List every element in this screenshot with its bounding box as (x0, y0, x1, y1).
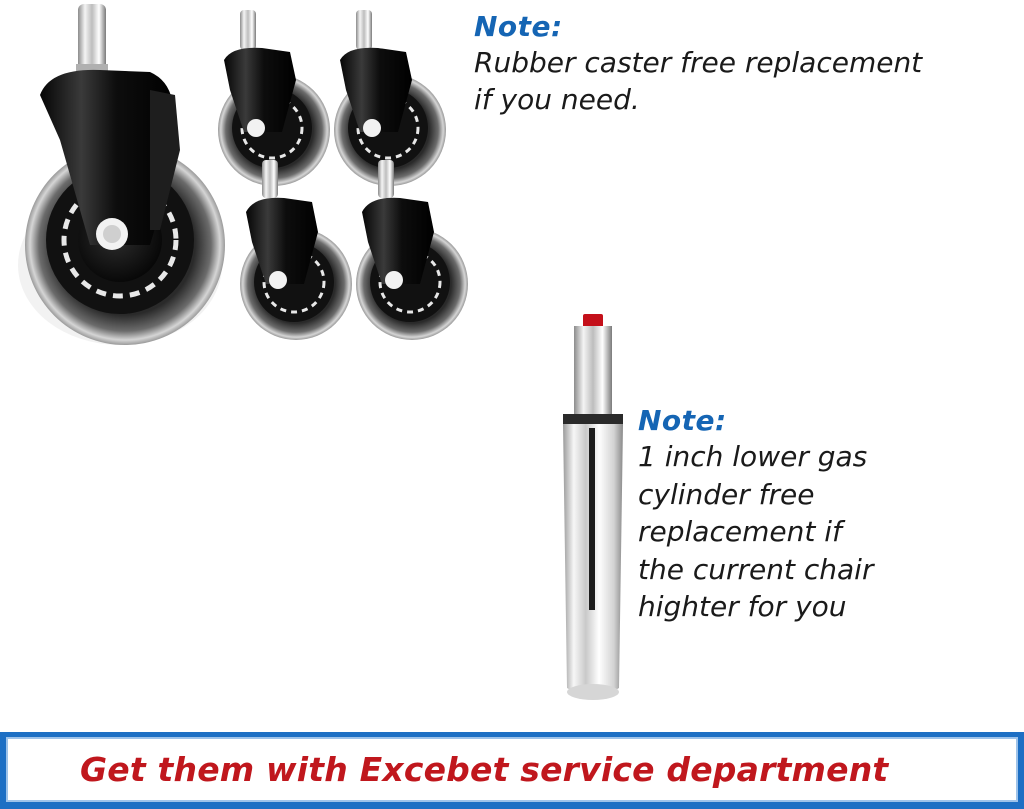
cylinder-note-line: cylinder free (638, 477, 815, 511)
cylinder-note-line: 1 inch lower gas (638, 440, 868, 473)
cylinder-note-title: Note: (638, 404, 727, 437)
caster-wheel-small (240, 160, 352, 340)
cylinder-note: Note: 1 inch lower gas cylinder free rep… (638, 404, 873, 626)
service-banner-text: Get them with Excebet service department (80, 750, 889, 789)
gas-cylinder (563, 314, 623, 700)
cylinder-note-line: highter for you (638, 590, 847, 623)
caster-wheel-small (218, 10, 330, 186)
service-banner-inner: Get them with Excebet service department (6, 737, 1018, 802)
caster-wheel-small (334, 10, 446, 186)
caster-note-line: Rubber caster free replacement (474, 46, 923, 79)
caster-wheel-large (18, 4, 225, 345)
cylinder-note-line: replacement if (638, 515, 842, 548)
caster-wheel-small (356, 160, 468, 340)
caster-note: Note: Rubber caster free replacement if … (474, 10, 922, 118)
caster-note-line: if you need. (474, 83, 640, 116)
service-banner: Get them with Excebet service department (0, 732, 1024, 809)
caster-note-title: Note: (474, 10, 563, 43)
cylinder-note-line: the current chair (638, 552, 874, 586)
